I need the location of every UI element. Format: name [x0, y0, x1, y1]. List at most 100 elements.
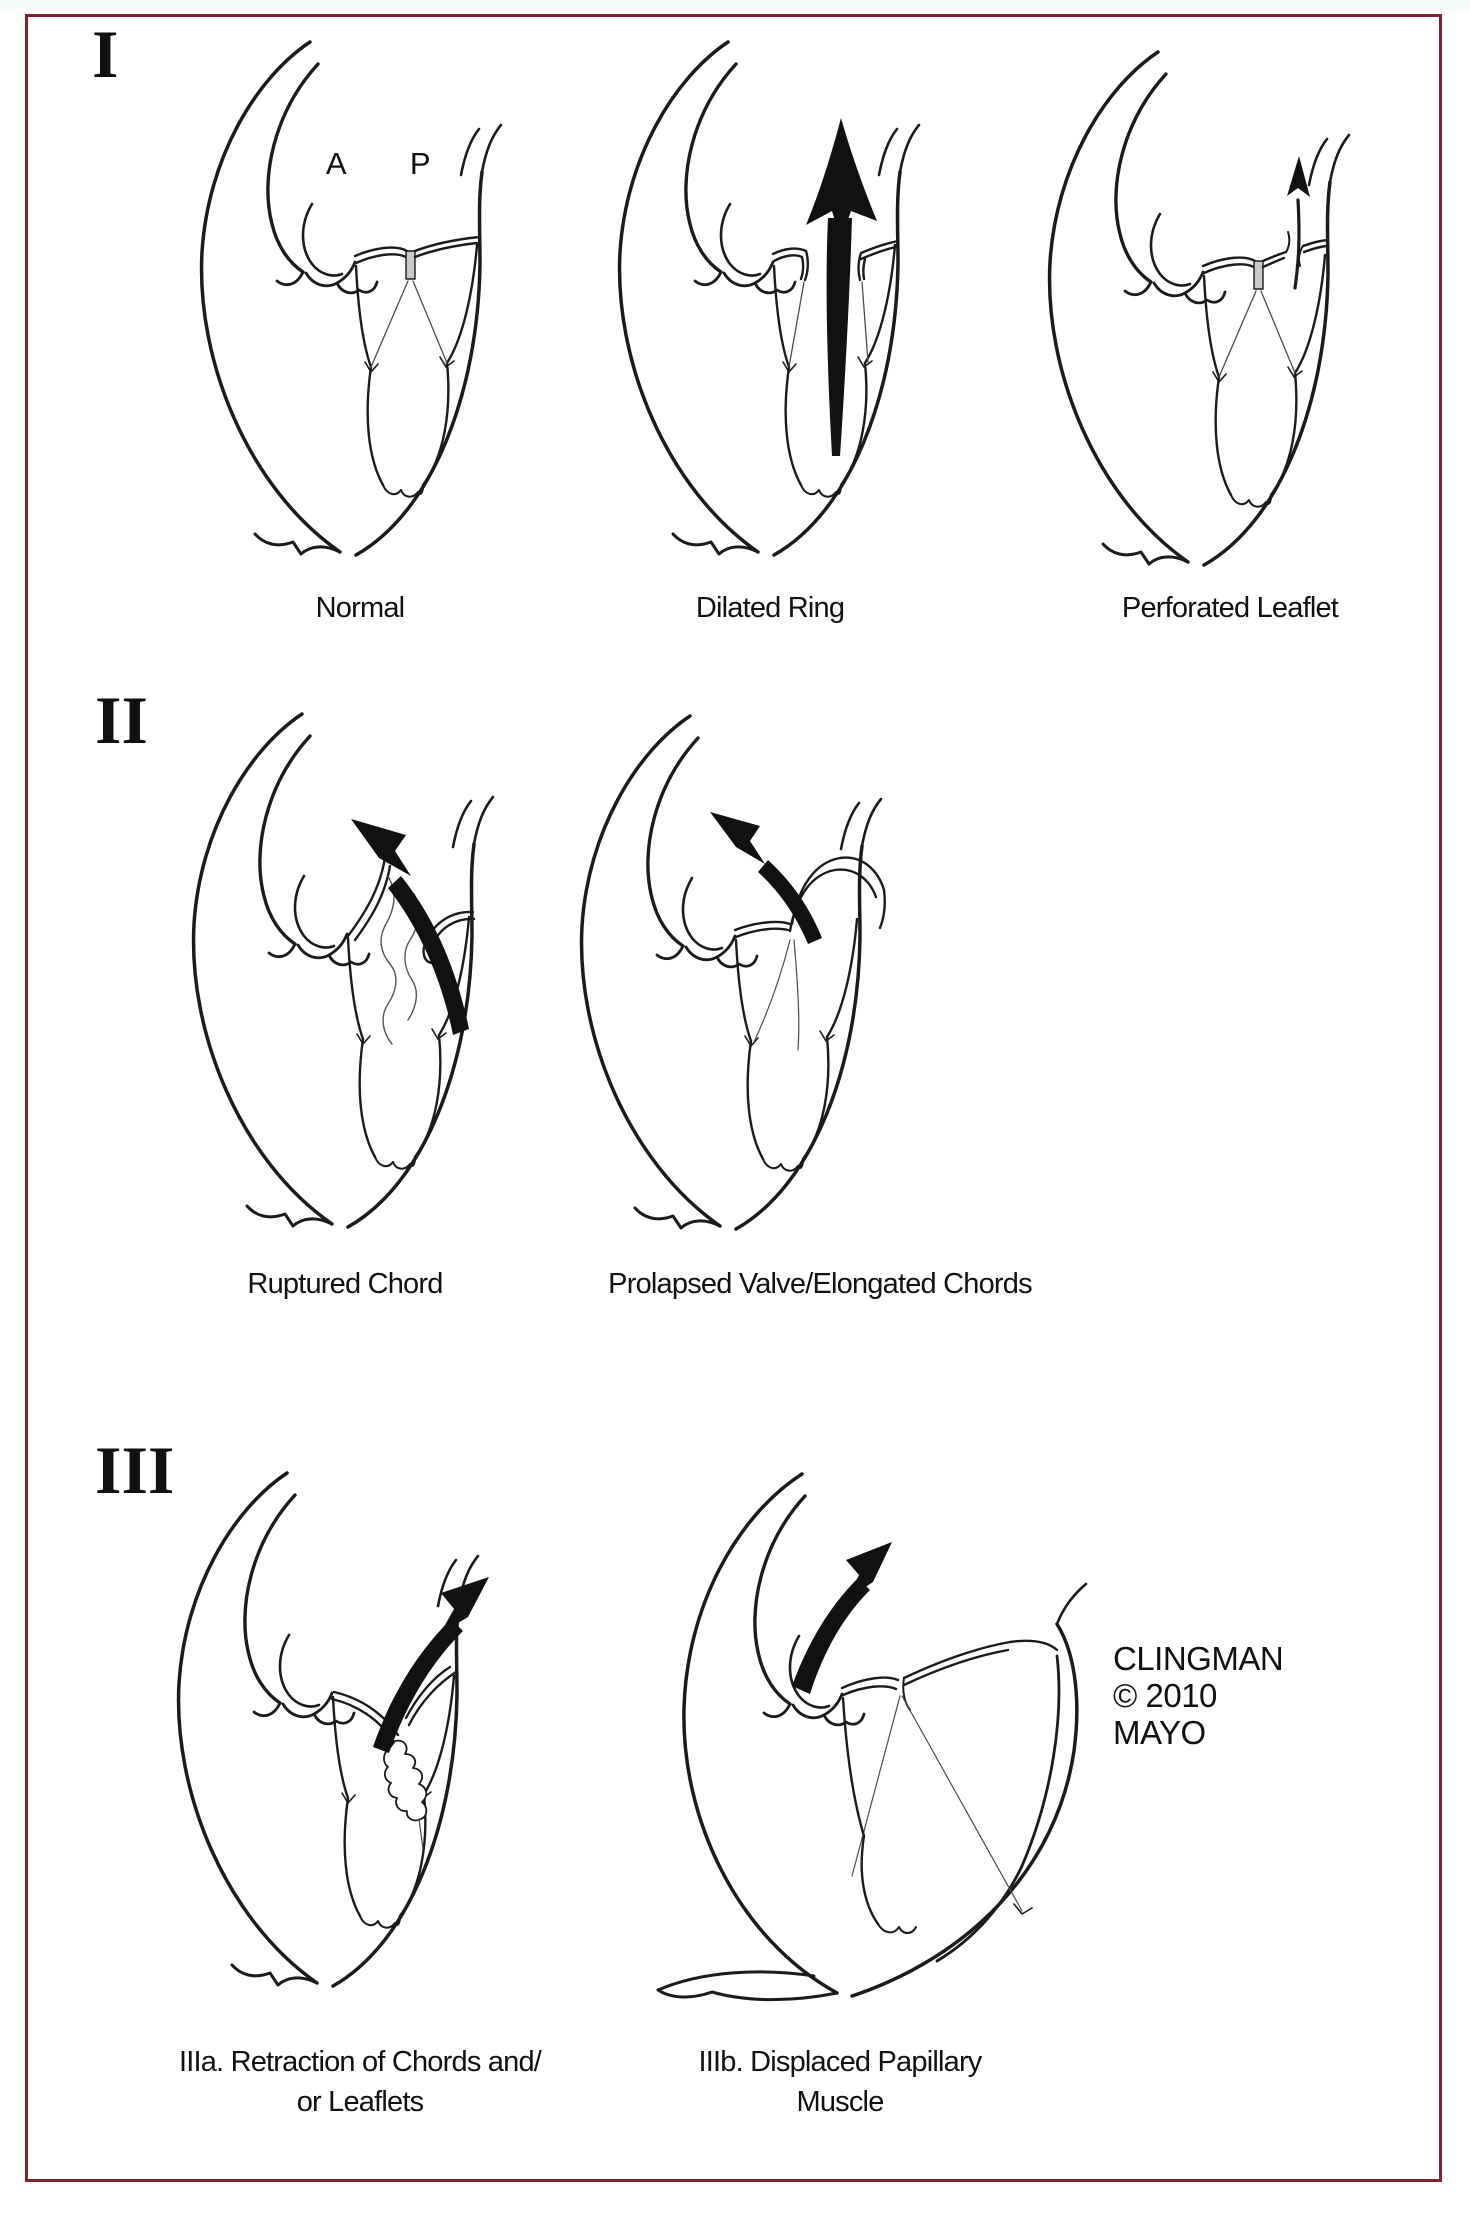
papillary-notch-right	[857, 356, 873, 368]
vessel-lines	[1307, 133, 1351, 187]
apex-tail	[671, 532, 760, 556]
caption-retraction-line1: IIIa. Retraction of Chords and/	[178, 2046, 542, 2078]
jet-arrow-shaft	[758, 860, 822, 944]
stretched-chordae	[851, 1695, 1023, 1912]
tethered-posterior-leaflet	[404, 1665, 458, 1727]
atrium-outer	[1114, 72, 1168, 284]
caption-displaced-line1: IIIb. Displaced Papillary	[698, 2046, 982, 2078]
jet-arrow-head	[806, 118, 877, 240]
chordae	[788, 281, 869, 368]
outer-wall-right	[734, 844, 864, 1231]
outer-wall-left	[579, 714, 722, 1228]
perforation-curl-left	[1285, 231, 1291, 253]
credit-artist: CLINGMAN	[1113, 1640, 1284, 1677]
heart-diagram-dilated-ring-svg	[617, 40, 921, 557]
heart-diagram-perforated-leaflet	[1008, 36, 1353, 581]
jet-arrow-shaft	[1293, 198, 1301, 290]
caption-displaced-line2: Muscle	[796, 2086, 884, 2118]
section-numeral-2: II	[95, 682, 148, 758]
heart-diagram-prolapsed-valve	[512, 698, 907, 1258]
papillary-left	[366, 365, 385, 487]
papillary-notch-left	[364, 361, 379, 373]
papillary-scallops	[374, 1156, 416, 1170]
bundle-chord	[418, 1818, 424, 1850]
leaflet-posterior-inner	[1261, 250, 1288, 269]
papillary-notch-left	[356, 1033, 371, 1045]
outer-wall-left	[191, 712, 334, 1226]
inner-wall-right	[422, 1674, 456, 1796]
outer-wall-left	[617, 40, 760, 554]
vessel-lines	[839, 797, 883, 851]
jet-arrow-head	[351, 819, 411, 876]
caption-dilated-ring: Dilated Ring	[695, 592, 845, 624]
heart-diagram-retraction	[122, 1452, 527, 2017]
atrium-valve-join	[715, 934, 737, 959]
vessel-lines	[1055, 1582, 1088, 1626]
papillary-notch-right	[819, 1030, 835, 1042]
heart-diagram-displaced-papillary-svg	[656, 1472, 1088, 2002]
flail-leaflet	[346, 856, 392, 942]
valve-label-anterior: A	[325, 146, 347, 181]
chordae	[370, 280, 448, 368]
atrium-fold	[293, 874, 336, 949]
papillary-left	[343, 1796, 362, 1918]
outer-wall-right	[331, 1601, 461, 1988]
caption-ruptured-chord: Ruptured Chord	[247, 1268, 443, 1300]
papillary-left	[784, 365, 803, 487]
inner-wall-left	[331, 1695, 350, 1800]
annulus-right-join	[878, 888, 886, 930]
jet-arrow-head	[710, 812, 765, 864]
heart-diagram-ruptured-chord-svg	[191, 712, 495, 1229]
heart-diagram-perforated-leaflet-svg	[1047, 50, 1351, 567]
jet-arrow-shaft	[373, 1619, 463, 1753]
papillary-right	[413, 1033, 442, 1159]
atrium-valve-join	[335, 260, 357, 285]
apex-tail	[230, 1963, 319, 1987]
atrium-fold	[788, 1634, 831, 1709]
page-top-strip	[0, 0, 1470, 11]
papillary-notch-left	[1212, 371, 1227, 383]
inner-wall-left	[734, 938, 753, 1043]
jet-arrow-head	[440, 1577, 489, 1634]
jet-arrow-head	[1287, 156, 1310, 197]
vessel-lines	[877, 123, 921, 177]
jet-arrow-shaft	[826, 218, 852, 456]
heart-diagram-prolapsed-valve-svg	[579, 714, 886, 1231]
outer-wall-right	[850, 1622, 1079, 1998]
chordae	[1218, 290, 1296, 378]
atrium-valve-join	[312, 1691, 334, 1716]
inner-wall-right	[935, 1654, 1061, 1963]
caption-retraction: IIIa. Retraction of Chords and/ or Leafl…	[155, 2042, 565, 2122]
atrium-bumps	[693, 270, 797, 295]
papillary-scallops	[1230, 494, 1272, 508]
atrium-fold	[681, 876, 724, 951]
leaflet-posterior	[413, 235, 481, 259]
credit-copyright: © 2010	[1113, 1677, 1217, 1714]
section-numeral-3: III	[95, 1432, 175, 1508]
papillary-left	[746, 1039, 765, 1161]
atrium-fold	[278, 1633, 321, 1708]
papillary-scallops	[877, 1923, 917, 1934]
caption-retraction-line2: or Leaflets	[296, 2086, 424, 2118]
inner-wall-right	[437, 915, 471, 1037]
atrium-bumps	[267, 942, 371, 967]
inner-wall-right	[445, 243, 479, 365]
vessel-lines	[459, 123, 503, 177]
papillary-notch-right	[1287, 366, 1303, 378]
atrium-valve-join	[1183, 270, 1205, 295]
atrium-valve-join	[327, 932, 349, 957]
papillary-notch-right	[1013, 1903, 1033, 1915]
inner-wall-left	[772, 264, 791, 369]
inner-wall-left	[346, 936, 365, 1041]
credit-block: CLINGMAN © 2010 MAYO	[1113, 1640, 1393, 1751]
coaptation-bar	[1253, 260, 1264, 290]
papillary-scallops	[359, 1915, 401, 1929]
caption-displaced-papillary: IIIb. Displaced Papillary Muscle	[640, 2042, 1040, 2122]
atrium-outer	[646, 736, 700, 948]
atrium-valve-join	[753, 260, 775, 285]
leaflet-anterior	[771, 247, 809, 282]
heart-diagram-normal-svg	[199, 40, 503, 557]
caption-perforated-leaflet: Perforated Leaflet	[1121, 592, 1339, 624]
papillary-scallops	[382, 484, 424, 498]
